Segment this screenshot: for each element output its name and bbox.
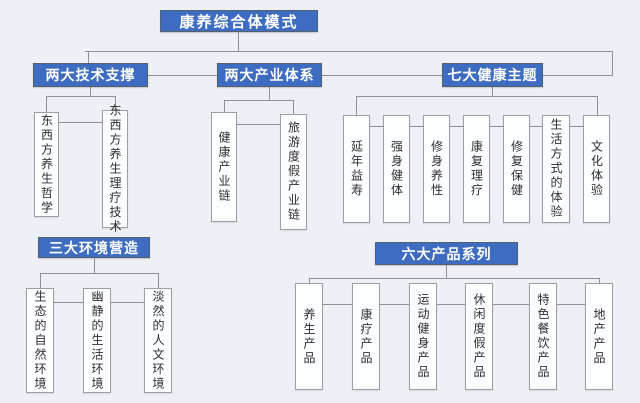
leaf-label: 养生产品 bbox=[302, 307, 316, 366]
connector-line bbox=[612, 51, 613, 76]
connector-line bbox=[557, 304, 585, 305]
tech-supports-header: 两大技术支撑 bbox=[33, 63, 148, 87]
leaf-label: 修身养性 bbox=[429, 140, 444, 198]
industry-systems-header: 两大产业体系 bbox=[217, 63, 322, 87]
connector-line bbox=[54, 302, 83, 303]
connector-line bbox=[40, 273, 158, 274]
connector-line bbox=[597, 96, 598, 115]
connector-line bbox=[115, 96, 116, 110]
connector-line bbox=[543, 75, 612, 76]
connector-line bbox=[46, 96, 115, 97]
leaf-label: 健康产业链 bbox=[217, 130, 231, 204]
tree-leaf: 养生产品 bbox=[295, 283, 323, 390]
connector-line bbox=[450, 126, 463, 127]
connector-line bbox=[59, 122, 102, 123]
tree-leaf: 康疗产品 bbox=[352, 283, 380, 390]
leaf-label: 运动健身产品 bbox=[416, 293, 430, 380]
product-series-header: 六大产品系列 bbox=[375, 242, 518, 265]
connector-line bbox=[40, 273, 41, 288]
connector-line bbox=[599, 278, 600, 283]
tree-leaf: 特色餐饮产品 bbox=[529, 283, 557, 390]
leaf-label: 幽静的生活环境 bbox=[90, 289, 104, 392]
tree-leaf: 休闲度假产品 bbox=[465, 283, 493, 390]
tree-leaf: 生态的自然环境 bbox=[26, 288, 54, 393]
connector-line bbox=[356, 96, 357, 115]
environments-header: 三大环境营造 bbox=[38, 237, 150, 258]
connector-line bbox=[437, 304, 465, 305]
connector-line bbox=[293, 100, 294, 114]
tree-leaf: 强身健体 bbox=[383, 115, 410, 223]
leaf-label: 特色餐饮产品 bbox=[536, 293, 550, 380]
connector-line bbox=[224, 100, 225, 112]
tree-leaf: 地产产品 bbox=[585, 283, 613, 390]
connector-line bbox=[88, 51, 89, 63]
tree-leaf: 生活方式的体验 bbox=[542, 115, 570, 223]
tree-leaf: 东西方养生哲学 bbox=[34, 112, 59, 217]
tree-leaf: 健康产业链 bbox=[211, 112, 237, 222]
tree-leaf: 淡然的人文环境 bbox=[144, 288, 172, 393]
leaf-label: 康疗产品 bbox=[359, 307, 373, 366]
connector-line bbox=[323, 304, 352, 305]
leaf-label: 生态的自然环境 bbox=[33, 289, 47, 392]
connector-line bbox=[90, 87, 91, 96]
leaf-label: 东西方养生哲学 bbox=[39, 113, 54, 216]
leaf-label: 修复保健 bbox=[509, 140, 524, 198]
connector-line bbox=[570, 126, 583, 127]
root-node: 康养综合体模式 bbox=[160, 10, 318, 32]
connector-line bbox=[224, 100, 293, 101]
connector-line bbox=[309, 278, 310, 283]
connector-line bbox=[356, 96, 597, 97]
connector-line bbox=[322, 75, 442, 76]
tree-leaf: 运动健身产品 bbox=[409, 283, 437, 390]
tree-leaf: 修复保健 bbox=[503, 115, 530, 223]
connector-line bbox=[46, 96, 47, 112]
connector-line bbox=[446, 265, 447, 278]
tree-leaf: 幽静的生活环境 bbox=[83, 288, 111, 393]
connector-line bbox=[111, 302, 144, 303]
connector-line bbox=[148, 75, 217, 76]
connector-line bbox=[237, 124, 280, 125]
connector-line bbox=[530, 126, 542, 127]
leaf-label: 康复理疗 bbox=[469, 140, 484, 198]
connector-line bbox=[309, 278, 599, 279]
leaf-label: 文化体验 bbox=[589, 140, 604, 198]
connector-line bbox=[380, 304, 409, 305]
leaf-label: 地产产品 bbox=[592, 307, 606, 366]
connector-line bbox=[85, 51, 612, 52]
leaf-label: 旅游度假产业链 bbox=[286, 121, 301, 223]
leaf-label: 淡然的人文环境 bbox=[151, 289, 165, 392]
health-themes-header: 七大健康主题 bbox=[442, 63, 543, 87]
connector-line bbox=[490, 126, 503, 127]
tree-leaf: 修身养性 bbox=[423, 115, 450, 223]
connector-line bbox=[410, 126, 423, 127]
connector-line bbox=[158, 273, 159, 288]
connector-line bbox=[94, 258, 95, 273]
tree-leaf: 旅游度假产业链 bbox=[280, 114, 307, 230]
tree-leaf: 文化体验 bbox=[583, 115, 610, 223]
leaf-label: 生活方式的体验 bbox=[549, 118, 563, 220]
connector-line bbox=[238, 32, 239, 51]
leaf-label: 延年益寿 bbox=[349, 140, 364, 198]
tree-leaf: 延年益寿 bbox=[343, 115, 370, 223]
leaf-label: 休闲度假产品 bbox=[472, 293, 486, 380]
connector-line bbox=[370, 126, 383, 127]
connector-line bbox=[492, 87, 493, 96]
tree-leaf: 康复理疗 bbox=[463, 115, 490, 223]
connector-line bbox=[269, 87, 270, 100]
leaf-label: 东西方养生理疗技术 bbox=[108, 103, 122, 235]
connector-line bbox=[493, 304, 529, 305]
tree-leaf: 东西方养生理疗技术 bbox=[102, 104, 128, 234]
leaf-label: 强身健体 bbox=[389, 140, 404, 198]
